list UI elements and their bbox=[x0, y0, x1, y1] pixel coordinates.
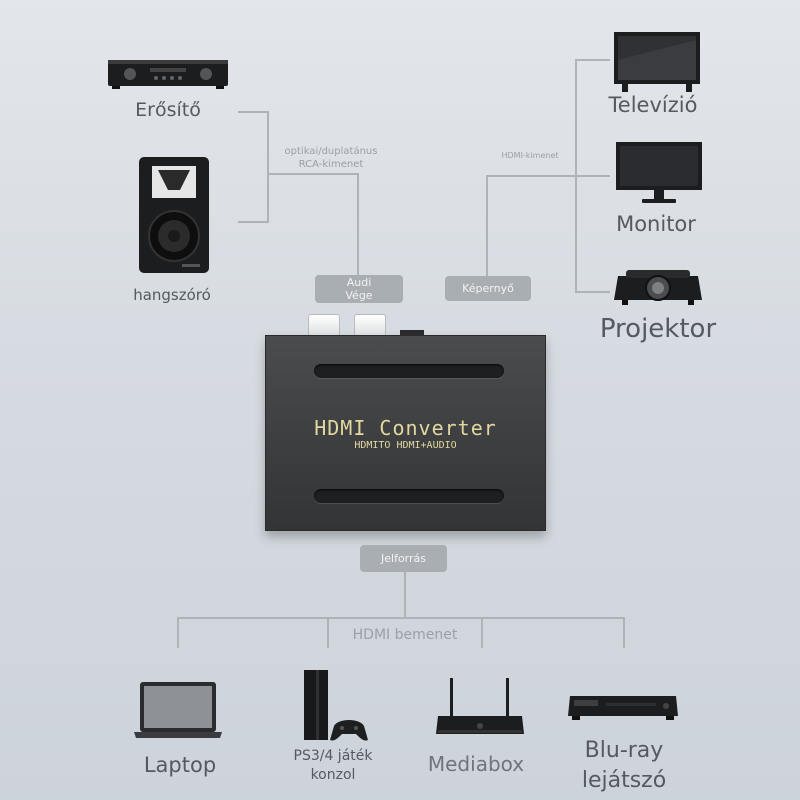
bluray-player-label: Blu-ray lejátszó bbox=[568, 736, 680, 796]
game-console-label-line2: konzol bbox=[310, 767, 356, 783]
mediabox-label: Mediabox bbox=[427, 752, 525, 776]
speaker-label: hangszóró bbox=[133, 286, 211, 304]
mediabox-icon bbox=[436, 678, 524, 734]
bluray-player-icon bbox=[568, 696, 678, 720]
bluray-label-line2: lejátszó bbox=[581, 768, 667, 793]
audio-output-label-line2: RCA-kimenet bbox=[298, 159, 364, 170]
game-console-label-line1: PS3/4 játék bbox=[293, 748, 373, 764]
top-slot bbox=[314, 364, 504, 378]
converter-title: HDMI Converter bbox=[314, 416, 497, 440]
projector-label: Projektor bbox=[599, 314, 717, 344]
amplifier-icon bbox=[108, 60, 228, 89]
audio-output-label-line1: optikai/duplatánus bbox=[284, 146, 378, 157]
hdmi-output-label: HDMI-kimenet bbox=[501, 151, 559, 160]
tv-label: Televízió bbox=[608, 93, 698, 117]
laptop-icon bbox=[134, 682, 222, 738]
game-console-label: PS3/4 játék konzol bbox=[278, 747, 388, 785]
amplifier-label: Erősítő bbox=[135, 99, 201, 121]
monitor-icon bbox=[616, 142, 702, 203]
signal-source-pill: Jelforrás bbox=[360, 545, 447, 572]
audio-end-pill: Audi Vége bbox=[315, 275, 403, 303]
tv-icon bbox=[614, 32, 700, 92]
optical-port bbox=[400, 330, 424, 337]
audio-end-line1: Audi bbox=[346, 276, 372, 289]
hdmi-converter-box: HDMI Converter HDMITO HDMI+AUDIO bbox=[265, 335, 546, 531]
converter-subtitle: HDMITO HDMI+AUDIO bbox=[354, 440, 457, 451]
audio-end-line2: Vége bbox=[345, 289, 373, 302]
monitor-label: Monitor bbox=[616, 212, 696, 236]
game-console-icon bbox=[304, 670, 368, 741]
hdmi-input-label: HDMI bemenet bbox=[352, 627, 458, 643]
bluray-label-line1: Blu-ray bbox=[584, 738, 664, 763]
projector-icon bbox=[614, 270, 702, 305]
speaker-icon bbox=[139, 157, 209, 273]
bottom-slot bbox=[314, 489, 504, 503]
audio-output-label: optikai/duplatánus RCA-kimenet bbox=[270, 145, 392, 171]
laptop-label: Laptop bbox=[143, 753, 217, 777]
display-pill: Képernyő bbox=[445, 276, 531, 301]
